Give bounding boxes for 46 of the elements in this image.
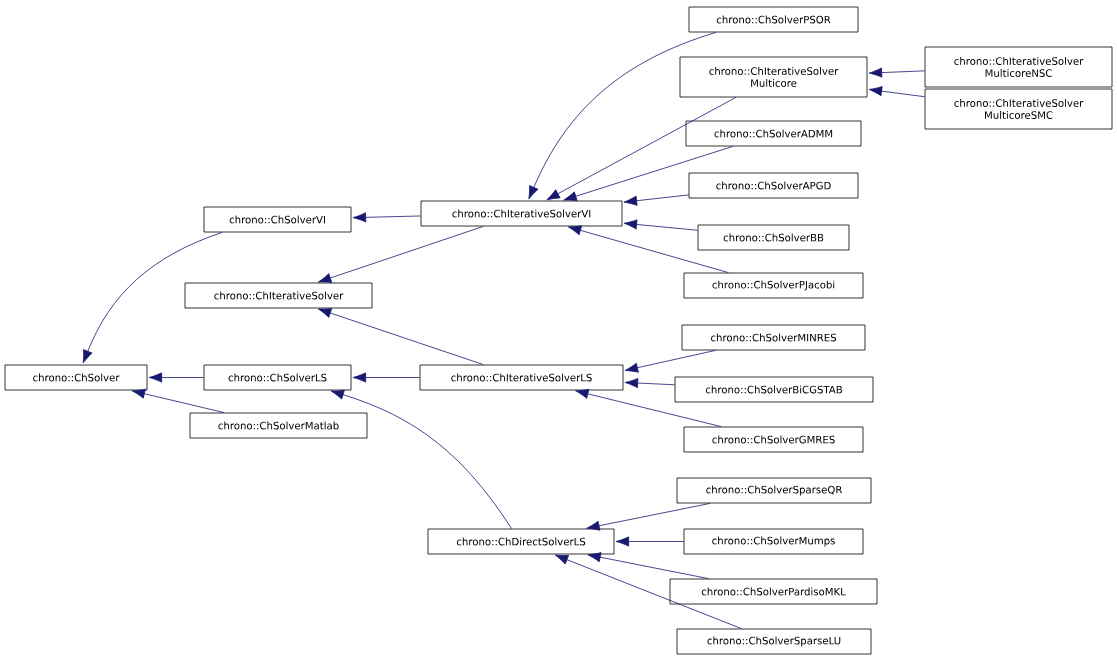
arrow bbox=[575, 388, 722, 427]
class-box: chrono::ChIterativeSolverLS bbox=[419, 364, 624, 391]
class-box: chrono::ChSolverSparseQR bbox=[676, 477, 872, 504]
class-box: chrono::ChSolverMINRES bbox=[681, 324, 866, 351]
class-box: chrono::ChIterativeSolver bbox=[184, 282, 373, 309]
class-box: chrono::ChSolverAPGD bbox=[688, 172, 859, 199]
class-box: chrono::ChSolverLS bbox=[203, 364, 352, 391]
class-box: chrono::ChSolverBB bbox=[697, 224, 850, 251]
class-box: chrono::ChSolverVI bbox=[203, 206, 352, 233]
arrow bbox=[554, 554, 742, 629]
class-box: chrono::ChSolverSparseLU bbox=[676, 628, 872, 655]
class-box: chrono::ChSolverADMM bbox=[685, 120, 862, 147]
arrow bbox=[352, 372, 420, 383]
class-box: chrono::ChIterativeSolver Multicore bbox=[679, 56, 868, 98]
class-box: chrono::ChSolverPardisoMKL bbox=[669, 578, 878, 605]
class-box: chrono::ChSolverBiCGSTAB bbox=[674, 376, 874, 403]
arrow bbox=[624, 350, 716, 373]
arrow bbox=[528, 32, 717, 200]
arrow bbox=[623, 194, 689, 206]
arrow bbox=[567, 225, 729, 273]
arrow bbox=[352, 212, 421, 223]
arrow bbox=[131, 388, 225, 413]
class-box: chrono::ChSolver bbox=[4, 364, 148, 391]
class-box: chrono::ChIterativeSolver MulticoreNSC bbox=[924, 46, 1113, 88]
arrow bbox=[317, 308, 484, 365]
class-box: chrono::ChSolverMumps bbox=[683, 528, 864, 555]
class-box: chrono::ChSolverPJacobi bbox=[683, 272, 864, 299]
arrow bbox=[563, 146, 734, 202]
arrow bbox=[586, 503, 711, 531]
class-box: chrono::ChSolverPSOR bbox=[688, 6, 859, 33]
class-box: chrono::ChIterativeSolver MulticoreSMC bbox=[924, 88, 1113, 130]
class-box: chrono::ChSolverGMRES bbox=[683, 426, 864, 453]
arrow bbox=[868, 86, 925, 98]
arrow bbox=[587, 552, 709, 579]
arrow bbox=[868, 67, 925, 78]
arrow bbox=[546, 97, 737, 201]
arrow bbox=[148, 372, 204, 383]
arrow bbox=[82, 232, 223, 364]
class-box: chrono::ChSolverMatlab bbox=[189, 412, 368, 439]
class-box: chrono::ChIterativeSolverVI bbox=[420, 200, 623, 227]
arrow bbox=[317, 226, 484, 283]
arrow bbox=[624, 378, 675, 389]
arrow bbox=[330, 389, 513, 529]
arrow bbox=[615, 536, 684, 547]
arrow bbox=[623, 219, 698, 231]
class-box: chrono::ChDirectSolverLS bbox=[427, 528, 615, 555]
